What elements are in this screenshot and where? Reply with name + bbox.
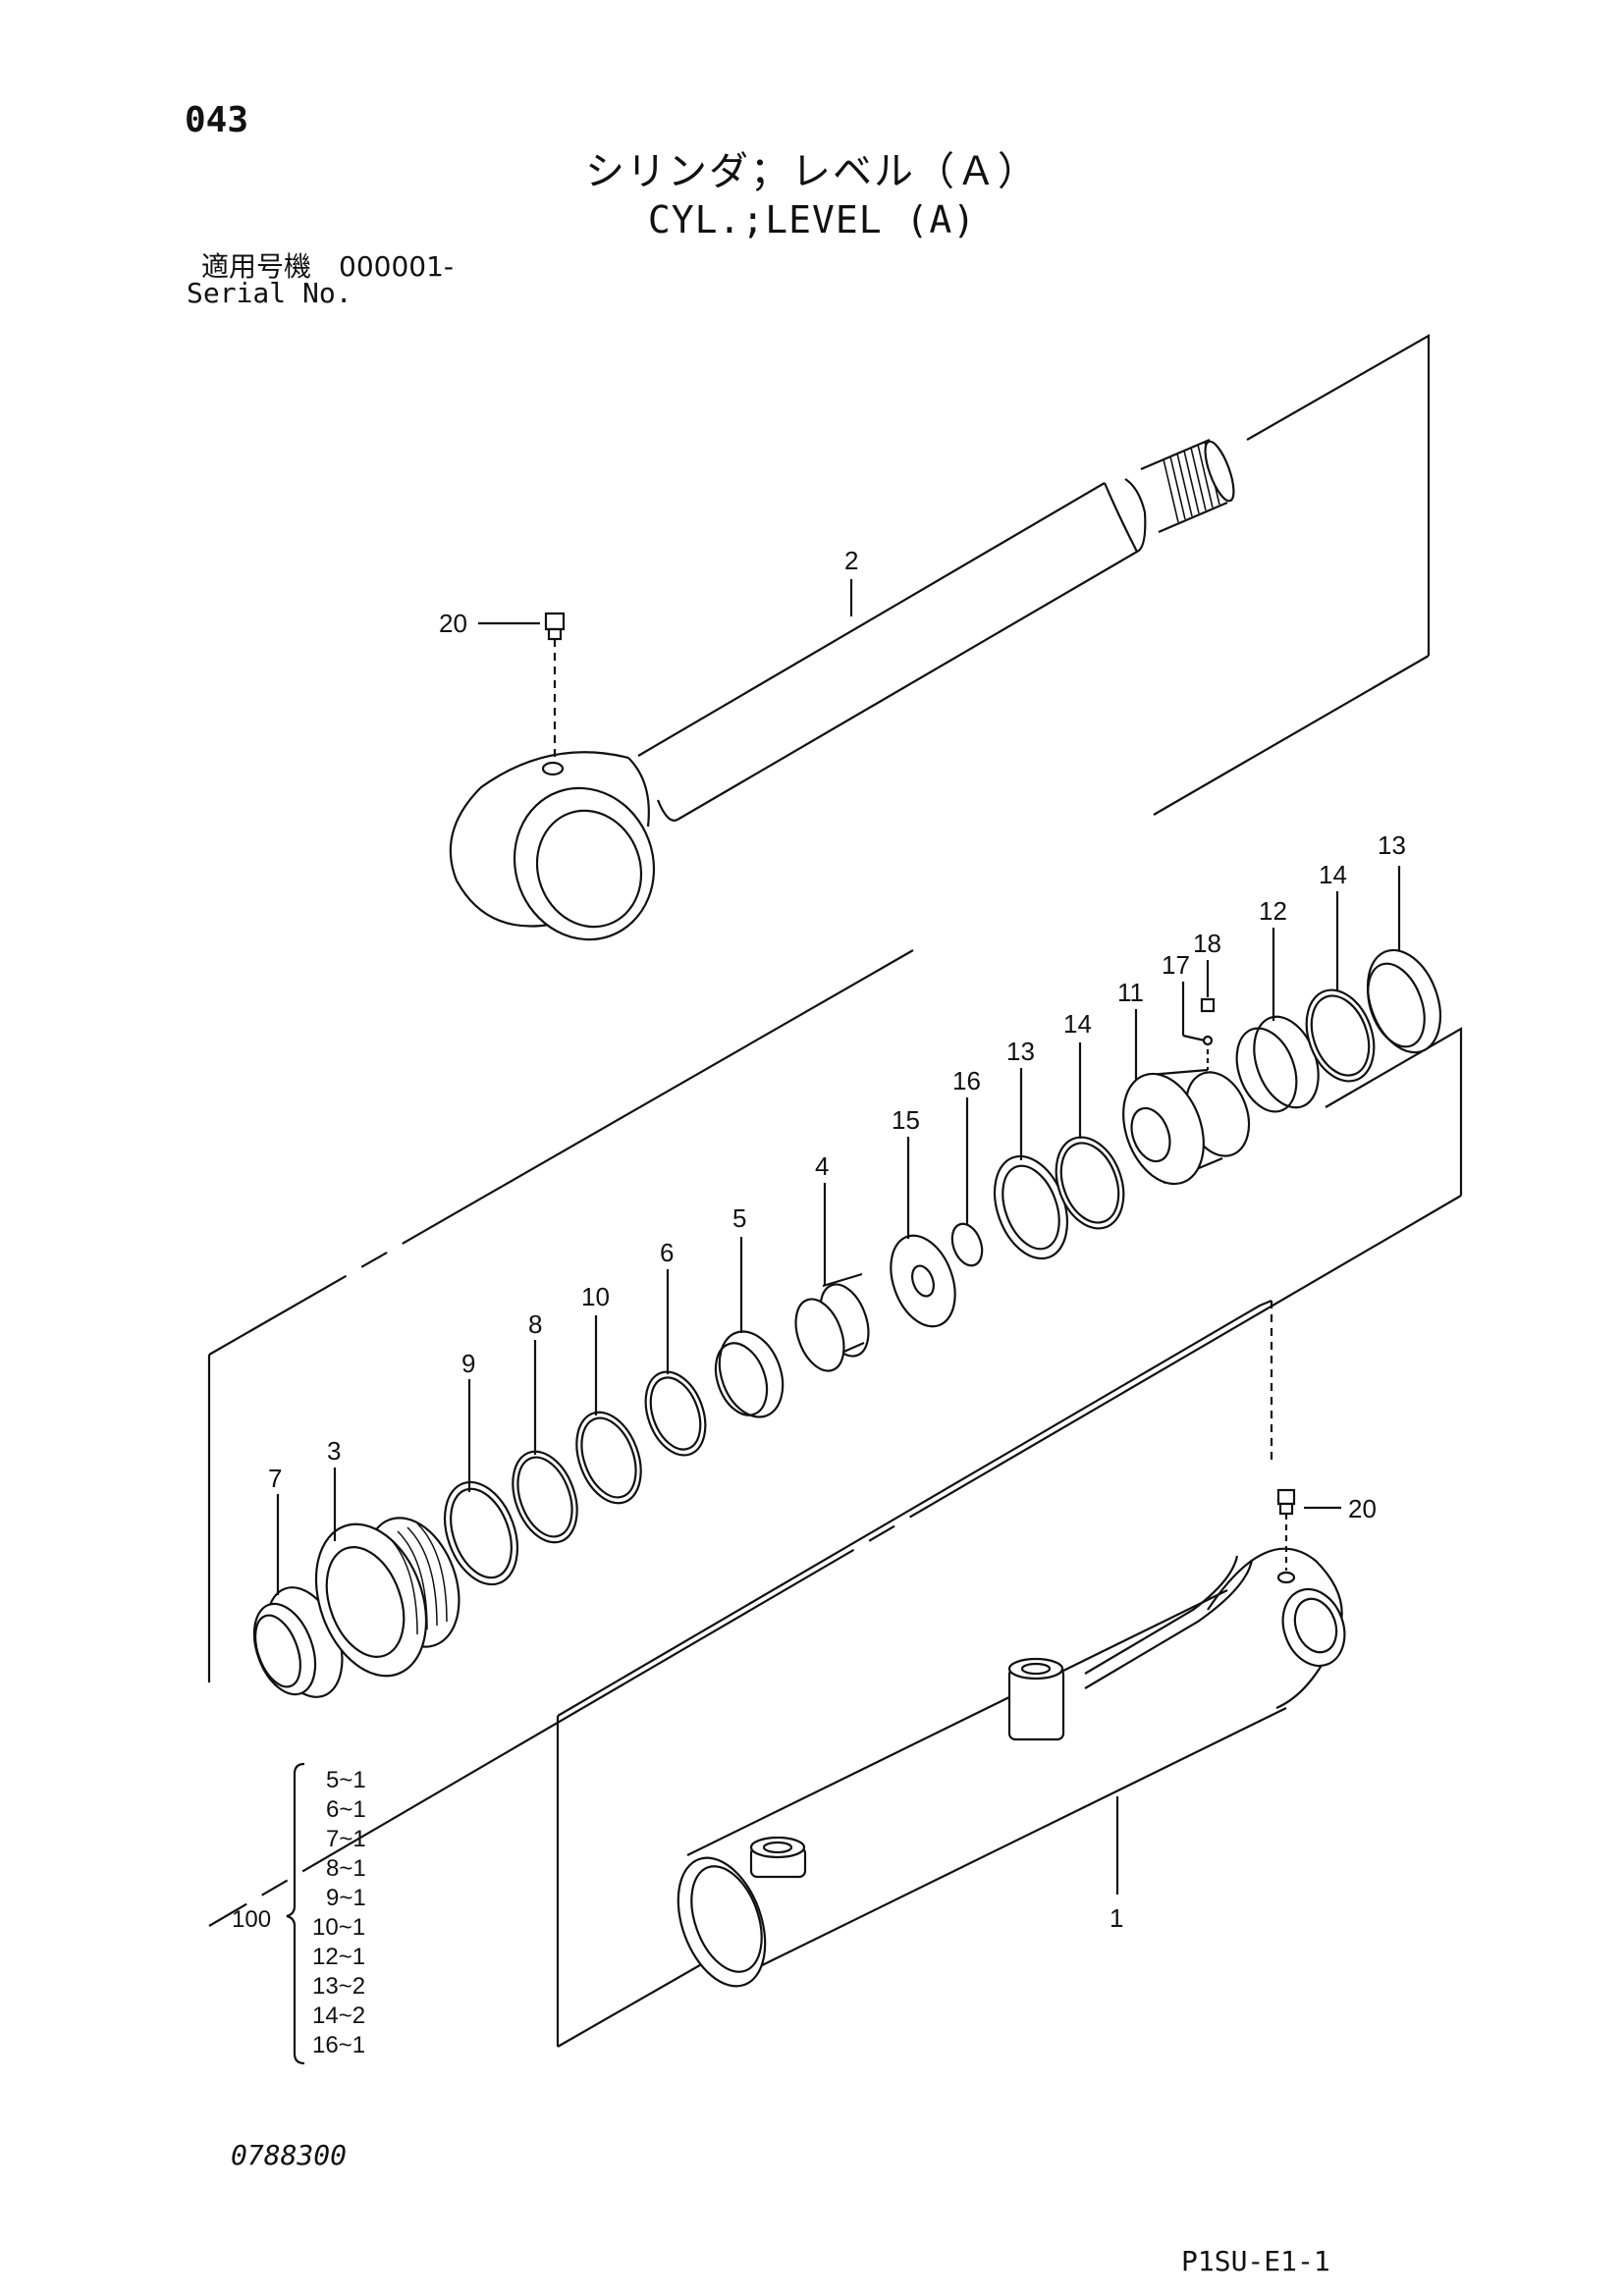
cylinder-tube <box>556 1299 1346 2048</box>
callout-17: 17 <box>1162 950 1190 980</box>
kit-item-4: 8~1 <box>326 1855 366 1882</box>
callout-9: 9 <box>461 1349 475 1378</box>
piston-rod <box>208 334 1431 1356</box>
callout-13b: 13 <box>1378 830 1406 860</box>
serial-label-japanese: 適用号機 000001- <box>201 250 454 283</box>
kit-item-10: 16~1 <box>312 2032 365 2058</box>
callout-5: 5 <box>732 1203 746 1233</box>
callout-10: 10 <box>581 1282 610 1311</box>
callout-20b: 20 <box>1348 1494 1377 1523</box>
seal-set <box>207 948 1463 1927</box>
kit-item-9: 14~2 <box>312 2002 365 2029</box>
callout-14a: 14 <box>1063 1009 1092 1039</box>
callout-11: 11 <box>1117 978 1144 1007</box>
callout-16: 16 <box>952 1066 981 1095</box>
callout-2: 2 <box>844 546 858 575</box>
kit-item-1: 5~1 <box>326 1767 366 1793</box>
callout-1: 1 <box>1110 1903 1123 1933</box>
drawing-number: 0788300 <box>231 2139 348 2171</box>
page-code: P1SU-E1-1 <box>1181 2245 1330 2277</box>
title-japanese: シリンダ；レベル（Ａ） <box>585 149 1039 194</box>
kit-number: 100 <box>232 1906 271 1933</box>
serial-label-english: Serial No. <box>187 277 352 309</box>
callout-4: 4 <box>815 1151 829 1181</box>
kit-item-3: 7~1 <box>326 1826 366 1852</box>
kit-item-7: 12~1 <box>312 1944 365 1970</box>
callout-6: 6 <box>660 1238 674 1267</box>
callout-3: 3 <box>327 1436 341 1466</box>
callout-20a: 20 <box>439 609 467 638</box>
kit-item-5: 9~1 <box>326 1885 366 1911</box>
callout-12: 12 <box>1259 896 1287 926</box>
callout-labels: 1 2 3 4 5 6 7 8 9 10 11 12 13 13 14 14 1… <box>268 546 1406 1933</box>
kit-list: 100 5~1 6~1 7~1 8~1 9~1 10~1 12~1 13~2 1… <box>232 1762 366 2065</box>
callout-15: 15 <box>892 1105 920 1135</box>
callout-14b: 14 <box>1319 860 1347 889</box>
title-english: CYL.;LEVEL (A) <box>647 198 977 241</box>
callout-13a: 13 <box>1006 1037 1035 1066</box>
page-number: 043 <box>185 100 249 140</box>
callout-8: 8 <box>528 1309 542 1339</box>
kit-item-2: 6~1 <box>326 1796 366 1823</box>
kit-item-8: 13~2 <box>312 1973 365 2000</box>
leader-lines <box>276 866 1401 1595</box>
callout-7: 7 <box>268 1464 282 1493</box>
kit-item-6: 10~1 <box>312 1914 365 1941</box>
callout-18: 18 <box>1193 929 1221 958</box>
